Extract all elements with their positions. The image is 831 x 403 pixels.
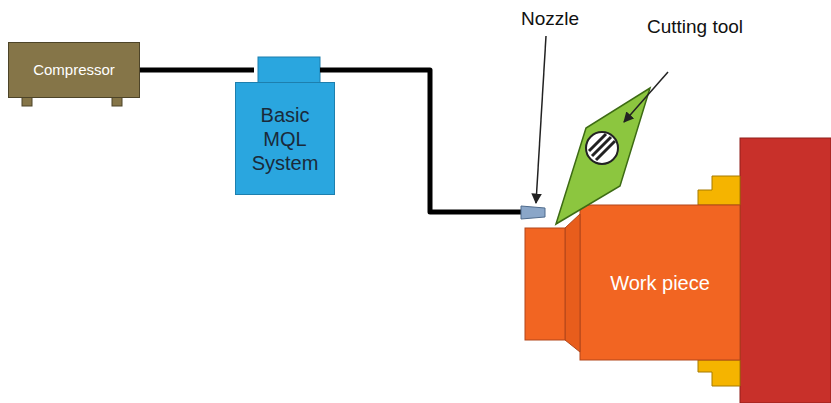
workpiece-body (580, 205, 740, 360)
screw-slot (589, 134, 615, 160)
part-label: Nozzle (505, 8, 595, 30)
leader-line (536, 36, 546, 203)
chuck-jaw (698, 176, 740, 205)
insert-screw (586, 132, 618, 164)
node-text: Work piece (610, 271, 710, 295)
compressor-foot (22, 97, 32, 106)
leader-line (624, 72, 668, 122)
supply-pipe (320, 70, 521, 212)
part-label: Cutting tool (645, 16, 745, 38)
chuck-jaw (698, 360, 740, 386)
compressor-box: Compressor (8, 42, 140, 98)
workpiece-end (525, 228, 565, 340)
headstock (740, 138, 831, 403)
workpiece-box: Work piece (580, 205, 740, 360)
workpiece-chamfer (565, 214, 580, 352)
air-hose (140, 68, 254, 73)
compressor-foot (112, 97, 122, 106)
node-text: Compressor (33, 61, 115, 79)
mql-inlet-block (258, 57, 320, 83)
mql-unit-box: Basic MQL System (235, 82, 335, 195)
nozzle-tip (521, 206, 545, 219)
node-text: Basic MQL System (246, 103, 324, 175)
